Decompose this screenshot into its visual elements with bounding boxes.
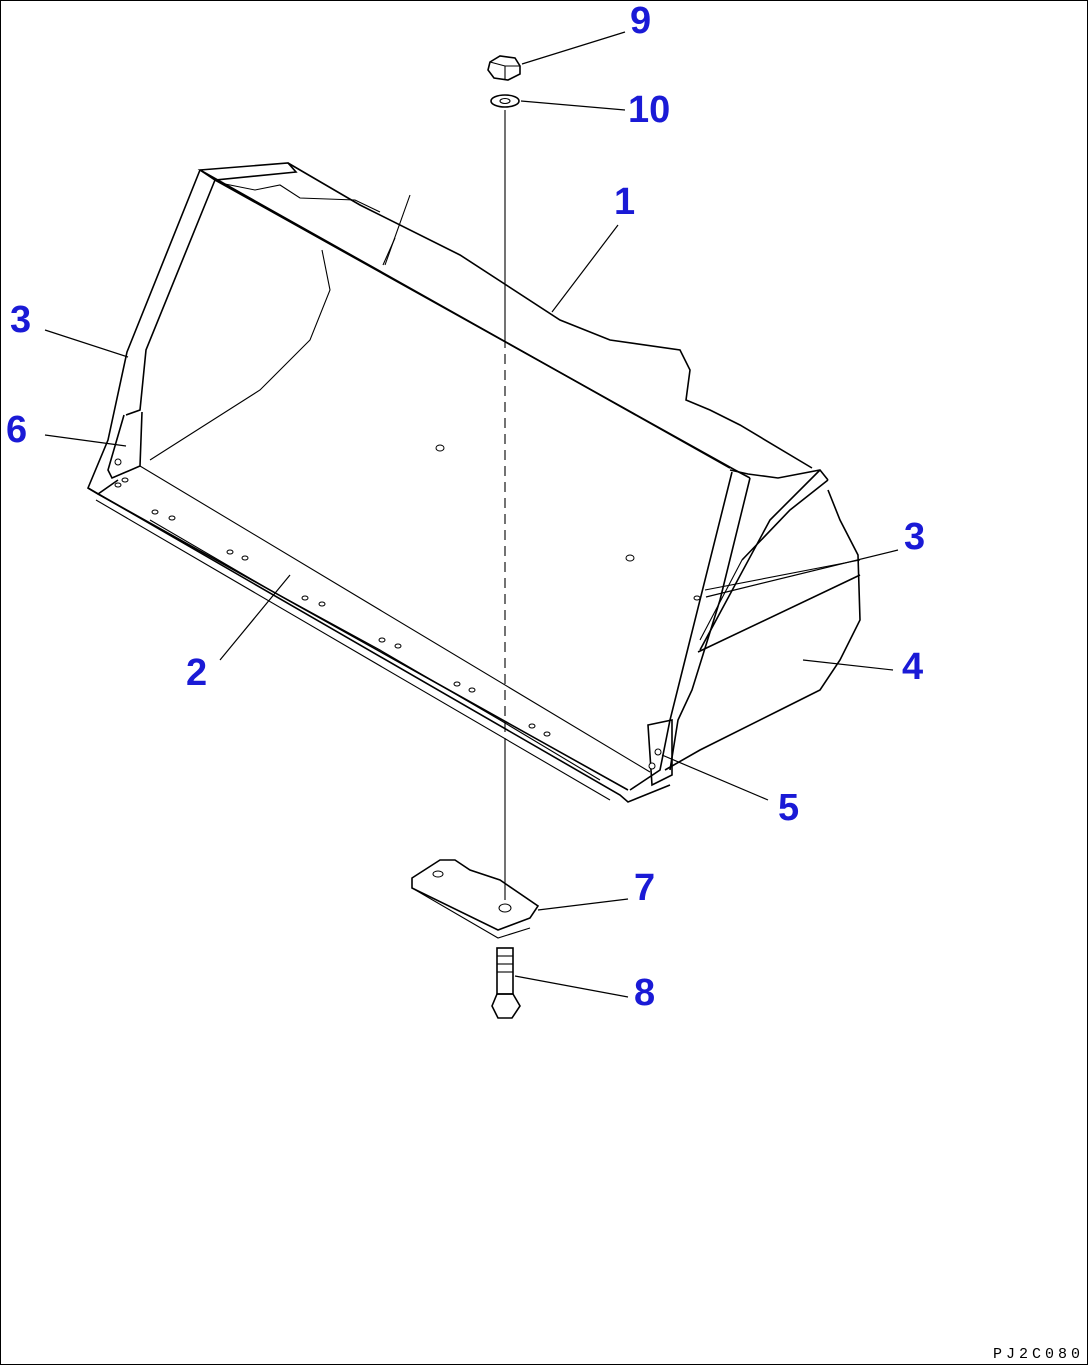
callout-3-left: 3 <box>10 299 31 341</box>
nut <box>487 55 521 81</box>
callout-10: 10 <box>628 89 670 131</box>
callout-1: 1 <box>614 181 635 223</box>
callout-8: 8 <box>634 972 655 1014</box>
leader-lines <box>44 31 899 998</box>
callout-2: 2 <box>186 652 207 694</box>
callout-5: 5 <box>778 787 799 829</box>
washer <box>490 94 520 108</box>
drawing-code: PJ2C080 <box>992 1346 1084 1363</box>
callout-7: 7 <box>634 867 655 909</box>
plate <box>411 859 540 939</box>
bolt <box>491 947 521 1019</box>
bucket <box>86 162 861 803</box>
callout-4: 4 <box>902 646 923 688</box>
callout-labels: 9 10 1 3 6 3 4 2 5 7 8 <box>6 0 925 1014</box>
callout-9: 9 <box>630 0 651 42</box>
callout-3-right: 3 <box>904 516 925 558</box>
callout-6: 6 <box>6 409 27 451</box>
